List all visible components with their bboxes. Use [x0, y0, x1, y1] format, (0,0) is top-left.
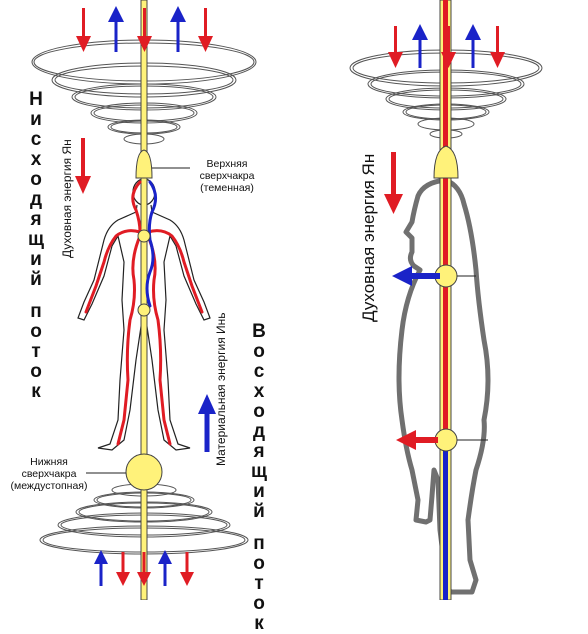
solar-chakra-right	[434, 428, 458, 452]
ascending-letter: к	[254, 613, 264, 634]
heart-outflow-arrow	[392, 266, 440, 286]
lower-sverkhchakra-left	[125, 453, 163, 491]
descending-letter: п	[30, 301, 42, 322]
arrow-red-down	[76, 8, 91, 52]
descending-letter: и	[30, 249, 42, 270]
descending-letter: я	[30, 209, 42, 230]
descending-letter: с	[30, 129, 42, 150]
ascending-letter: о	[253, 593, 265, 614]
ascending-letter: о	[253, 553, 265, 574]
yang-down-arrow-right	[384, 152, 403, 214]
descending-letter: о	[30, 169, 42, 190]
yang-down-arrow-left	[75, 138, 91, 194]
right-yang-label: Духовная энергия Ян	[359, 153, 378, 322]
lower-chakra-label: Нижняя сверхчакра (междустопная)	[10, 456, 88, 492]
upper-sverkhchakra-right	[433, 145, 459, 179]
energy-flow-diagram	[31, 0, 543, 600]
right-figure	[349, 0, 543, 600]
top-arrows-left	[76, 6, 213, 52]
solar-chakra-left	[137, 303, 151, 317]
left-yin-label: Материальная энергия Инь	[214, 312, 228, 466]
ascending-letter: В	[252, 321, 266, 342]
central-channel-right-red	[443, 0, 448, 440]
descending-letter: щ	[27, 229, 45, 250]
ascending-letter: т	[254, 573, 264, 594]
arrow-blue-up	[170, 6, 186, 52]
heart-chakra-left	[137, 229, 151, 243]
arrow-blue-up	[108, 6, 124, 52]
ascending-letter: х	[253, 381, 265, 402]
upper-chakra-label: Верхняя сверхчакра (теменная)	[199, 158, 255, 194]
descending-letter: и	[30, 109, 42, 130]
ascending-letter: я	[253, 441, 265, 462]
bottom-arrows-left	[94, 550, 194, 586]
descending-letter: к	[31, 381, 41, 402]
ascending-letter: и	[253, 481, 265, 502]
descending-letter: д	[29, 189, 43, 210]
ascending-letter: с	[253, 361, 265, 382]
top-arrows-right	[388, 24, 505, 68]
ascending-letter: п	[253, 533, 265, 554]
descending-letter: о	[30, 321, 42, 342]
descending-letter: т	[31, 341, 41, 362]
arrow-red-down	[198, 8, 213, 52]
descending-letter: о	[30, 361, 42, 382]
descending-letter: х	[30, 149, 42, 170]
yin-up-arrow-left	[198, 394, 216, 452]
ascending-letter: о	[253, 341, 265, 362]
ascending-letter: д	[252, 421, 266, 442]
upper-sverkhchakra-left	[135, 149, 153, 179]
descending-letter: Н	[29, 89, 43, 110]
ascending-letter: щ	[250, 461, 268, 482]
arrow-red-down	[137, 8, 152, 52]
left-yang-label: Духовная энергия Ян	[60, 139, 74, 258]
solar-outflow-arrow	[396, 430, 438, 450]
left-figure	[31, 0, 257, 600]
ascending-letter: й	[253, 501, 265, 522]
descending-letter: й	[30, 269, 42, 290]
ascending-letter: о	[253, 401, 265, 422]
central-channel-right-blue	[443, 440, 448, 600]
central-channel-left	[140, 0, 148, 600]
